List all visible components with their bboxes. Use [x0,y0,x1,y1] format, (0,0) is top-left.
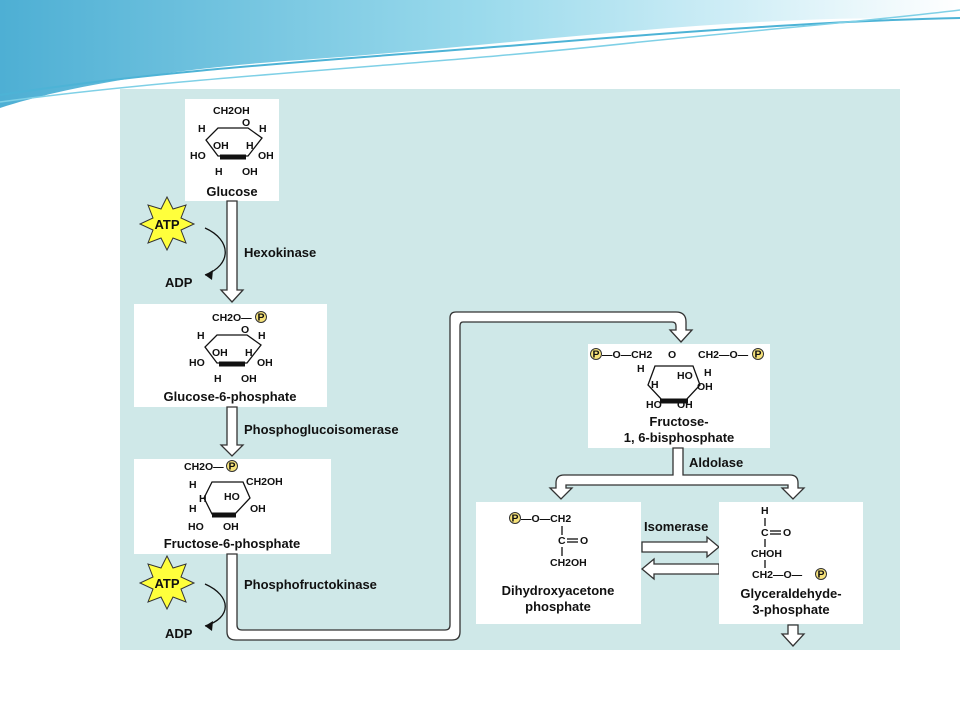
f16bp-oh-label: OH [697,381,713,393]
f16bp-h-label: H [704,367,712,379]
f6p-h-label: H [189,503,197,515]
glucose-ho-label: HO [190,150,206,162]
g3p-h-label: H [761,505,769,517]
f6p-h-label: H [189,479,197,491]
f16bp-ho-label: HO [646,399,662,411]
adp-label: ADP [165,275,193,290]
g3p-name-line2: 3-phosphate [752,602,829,617]
glucose-oh-label: OH [213,140,229,152]
phosphate-circle-icon [255,311,267,323]
g3p-c-label: C [761,527,769,539]
f16bp-h-label: H [637,363,645,375]
phosphate-symbol: P [817,569,824,581]
f16bp-ho-label: HO [677,370,693,382]
flow-arrow-icon [780,624,806,647]
phosphate-symbol: P [754,349,761,361]
g6p-h-label: H [197,330,205,342]
f6p-name: Fructose-6-phosphate [164,536,301,551]
glucose-h-label: H [215,166,223,178]
phosphate-circle-icon [590,348,602,360]
flow-arrow-icon [226,311,694,641]
g6p-oh-label: OH [212,347,228,359]
phosphoglucoisomerase-label: Phosphoglucoisomerase [244,422,399,437]
glucose-name: Glucose [206,184,257,199]
f16bp-oh-label: OH [677,399,693,411]
fructose-1-6-bisphosphate-molecule: P —O—CH2 O CH2—O— P H HO H OH OH HO H Fr… [588,344,770,448]
phosphate-symbol: P [228,461,235,473]
flow-arrow-icon [219,406,245,457]
g6p-name: Glucose-6-phosphate [164,389,297,404]
aldolase-label: Aldolase [689,455,743,470]
f6p-oh-label: OH [223,521,239,533]
dhap-top-label: —O—CH2 [521,513,571,525]
g3p-name-line1: Glyceraldehyde- [740,586,841,601]
hexokinase-label: Hexokinase [244,245,316,260]
f16bp-left-label: —O—CH2 [602,349,652,361]
phosphate-symbol: P [257,312,264,324]
glucose-oh-label: OH [242,166,258,178]
g6p-ch2o-label: CH2O— [212,312,252,324]
isomerase-label: Isomerase [644,519,708,534]
dhap-name-line1: Dihydroxyacetone [502,583,615,598]
phosphate-circle-icon [226,460,238,472]
f6p-oh-label: OH [250,503,266,515]
atp-label: ATP [154,576,179,591]
phosphate-circle-icon [752,348,764,360]
f16bp-right-label: CH2—O— [698,349,749,361]
phosphate-symbol: P [592,349,599,361]
glucose-ch2oh-label: CH2OH [213,105,250,117]
dhap-o-label: O [580,535,588,547]
glucose-o-label: O [242,117,250,129]
flow-arrow-icon [641,535,721,559]
atp-label: ATP [154,217,179,232]
phosphate-circle-icon [509,512,521,524]
f16bp-o-label: O [668,349,676,361]
glucose-molecule: CH2OH O H H OH H HO OH H OH Glucose [185,99,279,201]
f6p-ch2o-label: CH2O— [184,461,224,473]
phosphate-symbol: P [511,513,518,525]
flow-arrow-icon [219,200,245,303]
g6p-o-label: O [241,324,249,336]
g6p-ho-label: HO [189,357,205,369]
f6p-ch2oh-label: CH2OH [246,476,283,488]
f16bp-name-line2: 1, 6-bisphosphate [624,430,735,445]
g6p-h-label: H [214,373,222,385]
glyceraldehyde-3-phosphate-molecule: H C O CHOH CH2—O— P Glyceraldehyde- 3-ph… [719,502,863,624]
f16bp-name-line1: Fructose- [649,414,708,429]
dhap-c-label: C [558,535,566,547]
f16bp-h-label: H [651,379,659,391]
dhap-ch2oh-label: CH2OH [550,557,587,569]
glucose-6-phosphate-molecule: CH2O— P O H H OH H HO OH H OH Glucose-6-… [134,304,327,407]
fructose-6-phosphate-molecule: CH2O— P CH2OH H HO H OH HO OH H Fructose… [134,459,331,554]
dhap-name-line2: phosphate [525,599,591,614]
flow-arrow-icon [640,557,720,581]
f6p-h-label: H [199,493,207,505]
phosphofructokinase-label: Phosphofructokinase [244,577,377,592]
glucose-h-label: H [246,140,254,152]
header-wave-decoration [0,0,960,108]
flow-arrow-icon [548,447,806,500]
g6p-h-label: H [245,347,253,359]
f6p-ho-label: HO [188,521,204,533]
adp-label: ADP [165,626,193,641]
g3p-o-label: O [783,527,791,539]
g6p-oh-label: OH [241,373,257,385]
atp-burst-icon: ATP [138,554,196,611]
g3p-ch2o-label: CH2—O— [752,569,803,581]
atp-burst-icon: ATP [138,195,196,252]
glucose-h-label: H [198,123,206,135]
dihydroxyacetone-phosphate-molecule: P —O—CH2 C O CH2OH Dihydroxyacetone phos… [476,502,641,624]
glucose-oh-label: OH [258,150,274,162]
phosphate-circle-icon [815,568,827,580]
g6p-oh-label: OH [257,357,273,369]
g6p-h-label: H [258,330,266,342]
g3p-choh-label: CHOH [751,548,782,560]
glucose-h-label: H [259,123,267,135]
f6p-ho-label: HO [224,491,240,503]
